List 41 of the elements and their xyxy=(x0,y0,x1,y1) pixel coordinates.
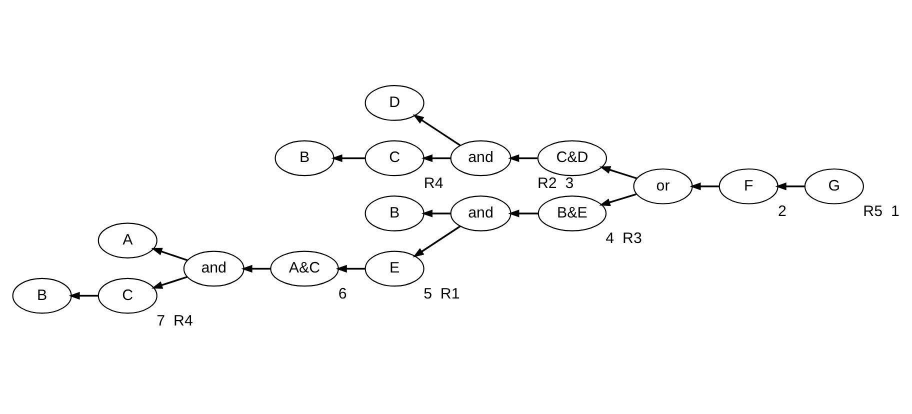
node-ellipse: and xyxy=(450,195,512,231)
node-ellipse: or xyxy=(633,168,693,204)
arrow xyxy=(690,182,720,190)
node-ellipse: B xyxy=(12,277,72,314)
node-label: R4 xyxy=(424,174,444,192)
node-ellipse: D xyxy=(364,84,424,120)
arrow xyxy=(412,114,461,146)
arrow xyxy=(421,154,451,162)
arrow xyxy=(151,247,188,261)
arrow xyxy=(599,192,637,206)
node-ellipse: C xyxy=(364,140,424,176)
node-label: R5 1 xyxy=(863,202,900,220)
arrow xyxy=(336,264,366,272)
arrow xyxy=(775,182,805,190)
node-label: 5 R1 xyxy=(424,284,460,302)
arrow xyxy=(599,166,638,179)
arrow xyxy=(241,264,270,272)
arrow xyxy=(508,154,538,162)
node-ellipse: F xyxy=(718,168,778,204)
node-label: 7 R4 xyxy=(156,312,193,330)
node-ellipse: C xyxy=(98,277,158,314)
node-ellipse: G xyxy=(804,168,864,204)
node-label: 6 xyxy=(338,284,347,302)
arrow xyxy=(508,209,538,217)
node-ellipse: B xyxy=(274,140,334,176)
node-label: 2 xyxy=(778,202,786,220)
arrow xyxy=(412,225,461,257)
node-ellipse: B&E xyxy=(538,195,607,231)
node-ellipse: and xyxy=(183,250,244,286)
node-ellipse: E xyxy=(364,250,424,286)
arrow xyxy=(421,209,451,217)
node-label: 4 R3 xyxy=(606,230,642,247)
node-label: R2 3 xyxy=(537,174,574,192)
node-ellipse: A xyxy=(98,222,158,258)
node-ellipse: C&D xyxy=(537,140,608,176)
arrow xyxy=(151,276,188,288)
node-ellipse: A&C xyxy=(270,250,339,286)
node-ellipse: B xyxy=(364,195,424,231)
arrow xyxy=(68,291,98,300)
node-ellipse: and xyxy=(450,140,512,176)
arrow xyxy=(331,154,366,162)
